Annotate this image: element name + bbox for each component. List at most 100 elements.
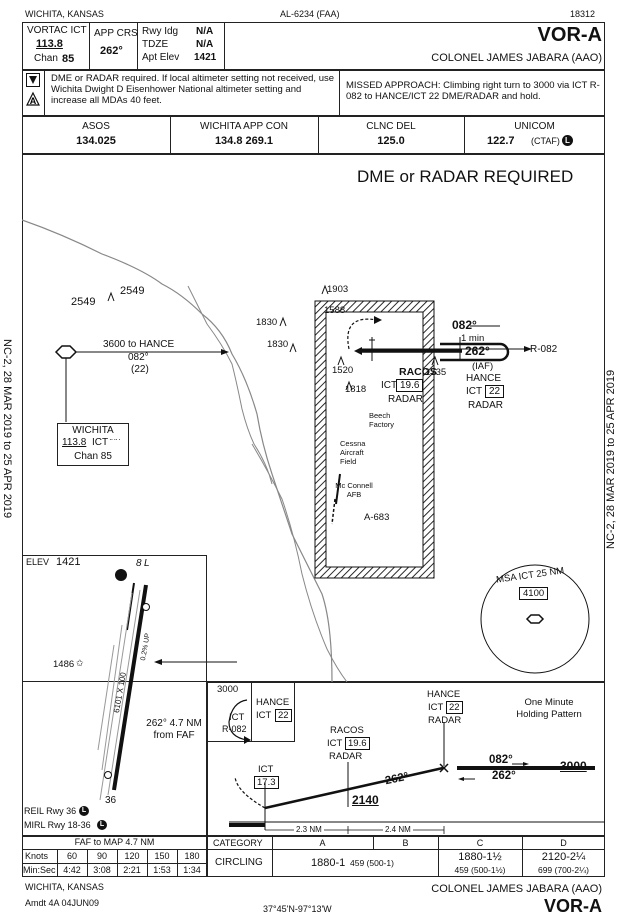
ab-minimum: 1880-1 xyxy=(311,857,346,869)
terrain-line xyxy=(251,443,348,682)
footer-airport: COLONEL JAMES JABARA (AAO) xyxy=(431,883,602,895)
profile-graphics xyxy=(228,699,605,834)
profile-ict: ICT xyxy=(258,764,274,775)
divider xyxy=(438,836,439,877)
spot-1520: 1520 xyxy=(332,365,354,376)
cat-b: B xyxy=(402,838,409,848)
airport-name: COLONEL JAMES JABARA (AAO) xyxy=(431,52,602,64)
comm-unicom-value: 122.7 xyxy=(487,135,515,147)
divider xyxy=(318,116,319,154)
profile-racos-radar: RADAR xyxy=(329,751,363,762)
speed-cell: 180 xyxy=(184,851,200,861)
plan-view xyxy=(22,154,605,682)
notes-box xyxy=(22,70,605,116)
inbound-arrow xyxy=(458,777,464,781)
minimums-table xyxy=(207,836,605,877)
profile-hance: HANCE xyxy=(427,689,461,700)
airport-elev-label: ELEV xyxy=(26,557,50,567)
profile-hold-ict2: ICT xyxy=(256,710,272,721)
comm-unicom-ctaf: (CTAF) xyxy=(531,136,560,146)
app-crs-value: 262° xyxy=(100,45,123,57)
footer-title: VOR-A xyxy=(544,896,602,916)
time-cell: 1:34 xyxy=(183,865,201,875)
notes-icon: A xyxy=(26,73,40,116)
vortac-freq-plan: 113.8 xyxy=(62,437,87,448)
chan-label: Chan xyxy=(34,53,58,64)
mirl-note: MIRL Rwy 18-36 xyxy=(24,820,91,830)
hance-label: HANCE xyxy=(466,373,502,384)
spot-1588: 1588 xyxy=(324,305,346,316)
profile-hance-radar: RADAR xyxy=(428,715,462,726)
divider xyxy=(207,849,605,850)
racos-dme: 19.6 xyxy=(396,379,424,392)
profile-racos-ict: ICT xyxy=(327,738,343,749)
hold-course-082: 082° xyxy=(452,318,477,332)
apt-elev-label: Apt Elev xyxy=(142,52,180,63)
plan-banner: DME or RADAR REQUIRED xyxy=(357,167,574,186)
cat-a: A xyxy=(319,838,326,848)
terrain-line xyxy=(22,219,333,682)
profile-racos-dme: 19.6 xyxy=(345,737,370,750)
final-arrow xyxy=(354,347,362,355)
restricted-area-label: A-683 xyxy=(364,512,390,523)
margin-date-left: NC-2, 28 MAR 2019 to 25 APR 2019 xyxy=(1,339,13,519)
vortac-frequency: 113.8 xyxy=(36,38,63,50)
time-cell: 1:53 xyxy=(153,865,171,875)
course-arrow xyxy=(524,346,532,352)
spot-1735: 1735 xyxy=(425,367,447,378)
spot-1486: 1486 xyxy=(53,659,75,670)
comms-strip xyxy=(22,116,605,154)
hold-1min: 1 min xyxy=(461,333,485,344)
taxiways xyxy=(97,589,141,801)
divider xyxy=(147,849,148,877)
divider xyxy=(87,849,88,877)
hold-course-262: 262° xyxy=(465,344,490,358)
msa-vortac xyxy=(525,614,545,624)
profile-dist-1: 2.3 NM xyxy=(294,825,324,834)
knots-label: Knots xyxy=(25,851,49,861)
chart-title: VOR-A xyxy=(537,24,602,46)
apt-elev-value: 1421 xyxy=(194,52,217,63)
spot-1830-lower: 1830 xyxy=(267,339,289,350)
runway-mcconnell xyxy=(331,498,336,525)
hance-x xyxy=(439,763,449,773)
time-cell: 4:42 xyxy=(63,865,81,875)
holding-pattern xyxy=(440,342,510,362)
divider xyxy=(272,836,273,877)
spot-1818: 1818 xyxy=(345,384,367,395)
airport-diagram-graphics xyxy=(97,569,150,801)
time-cell: 2:21 xyxy=(123,865,141,875)
vortac-symbol xyxy=(54,345,78,359)
profile-hold-hance: HANCE xyxy=(256,697,290,708)
profile-alt-2140: 2140 xyxy=(352,793,379,807)
speed-cell: 90 xyxy=(96,851,107,861)
profile-crs-262-right: 262° xyxy=(492,770,516,782)
time-cell: 3:08 xyxy=(93,865,111,875)
divider xyxy=(224,22,225,70)
comm-app-value: 134.8 269.1 xyxy=(214,135,274,147)
briefing-strip xyxy=(22,22,605,70)
profile-view xyxy=(207,682,605,836)
divider xyxy=(373,836,374,849)
divider xyxy=(57,849,58,877)
comm-asos-value: 134.025 xyxy=(76,135,116,147)
divider xyxy=(339,70,340,116)
rwy-ldg-value: N/A xyxy=(196,26,214,37)
airport-elev-value: 1421 xyxy=(56,556,81,568)
d-minimum: 2120-2¼ xyxy=(541,851,586,863)
speed-cell: 60 xyxy=(66,851,77,861)
restricted-area-inner xyxy=(325,311,424,568)
footer-amdt: Amdt 4A 04JUN09 xyxy=(25,898,100,908)
cessna-field: Cessna Aircraft Field xyxy=(340,439,366,466)
ctaf-l-icon: L xyxy=(562,135,573,146)
c-minimum-haa: 459 (500-1½) xyxy=(454,865,506,875)
profile-ict-dme: 17.3 xyxy=(254,776,279,789)
cat-d: D xyxy=(560,838,567,848)
faf-leader-arrow xyxy=(154,659,162,665)
spot-1903: 1903 xyxy=(327,284,349,295)
msa-altitude: 4100 xyxy=(519,587,549,600)
comm-unicom-label: UNICOM xyxy=(514,121,555,132)
ab-minimum-haa: 459 (500-1) xyxy=(350,858,394,868)
amdt-number: 18312 xyxy=(570,9,596,19)
timing-title: FAF to MAP 4.7 NM xyxy=(74,837,155,847)
